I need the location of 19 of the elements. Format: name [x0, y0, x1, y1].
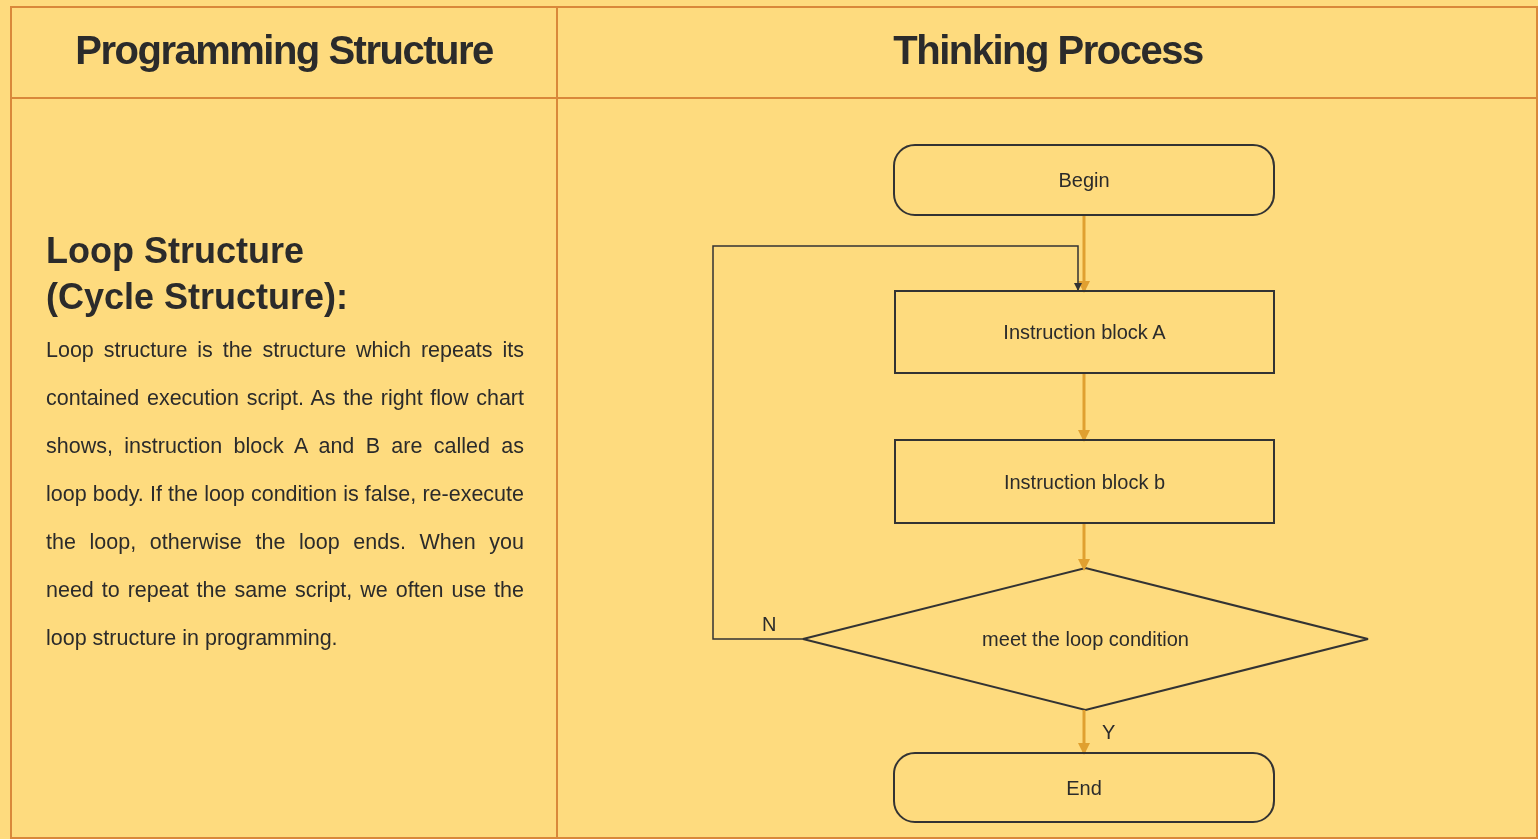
terminal-box: [893, 144, 1275, 216]
column-header: Programming Structure: [74, 27, 494, 74]
process-box: [894, 290, 1275, 374]
node-text: meet the loop condition: [982, 627, 1189, 651]
terminal-box: [893, 752, 1275, 823]
loop-arrow: [1078, 710, 1090, 755]
loop-arrow: [1078, 374, 1090, 442]
loop-arrow: [1078, 216, 1090, 293]
loop-arrow: [712, 245, 1082, 640]
description-paragraph: Loop structure is the structure which repeats its contained execution script. As the right flow chart shows, instruction block A and B are called as loop body. If the loop condition is false, re-execute the loop, otherwise the loop ends. When you need to repeat the same script, we often use the loop structure in programming.: [46, 337, 524, 652]
decision-diamond: [802, 566, 1369, 712]
node-text: Instruction block b: [1003, 469, 1166, 494]
node-text: Instruction block A: [1003, 320, 1166, 344]
section-heading: Loop Structure (Cycle Structure):: [46, 229, 350, 319]
loop-arrow: [1078, 524, 1090, 571]
node-text: Begin: [1058, 168, 1110, 192]
column-header: Thinking Process: [892, 27, 1204, 74]
node-text: End: [1066, 775, 1102, 800]
process-box: [894, 439, 1275, 524]
